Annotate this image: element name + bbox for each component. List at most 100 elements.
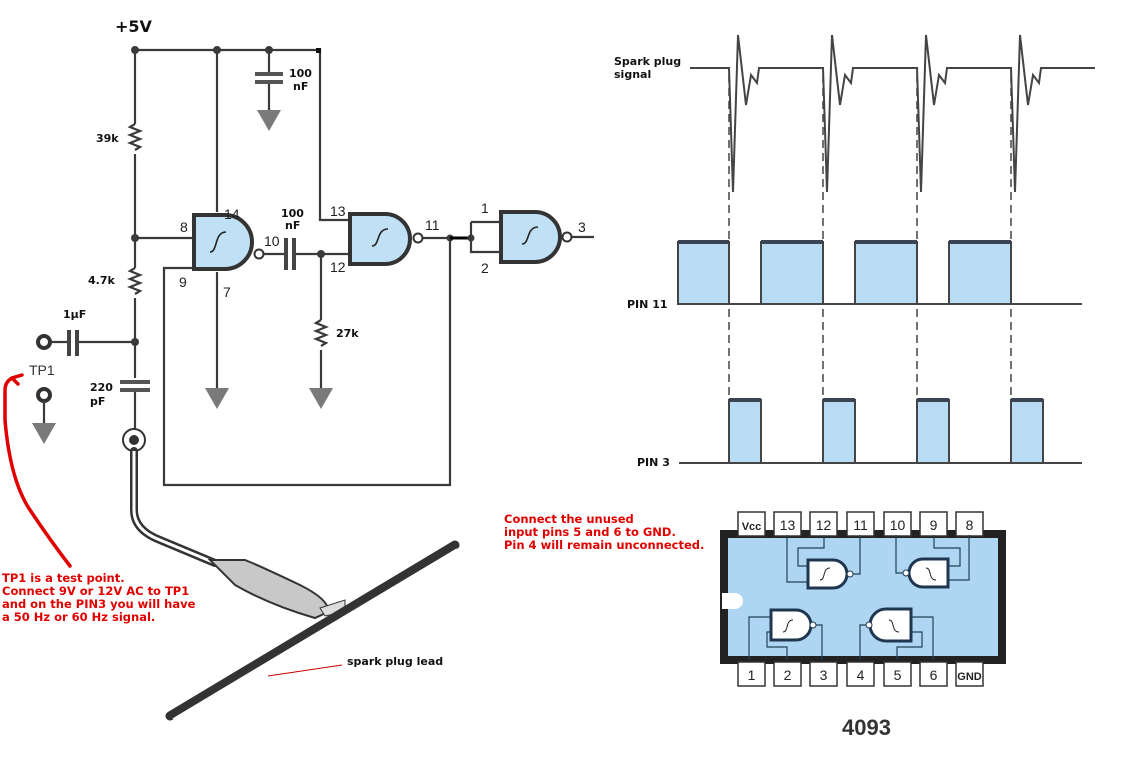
chip-pin-bottom-box (809, 661, 838, 687)
pin3-label: PIN 3 (637, 456, 670, 469)
ground-icon (205, 388, 229, 409)
chip-pin-bottom-label: 1 (748, 667, 756, 683)
r1-label: 39k (96, 132, 119, 145)
chip-pin-bottom-label: GND (957, 671, 982, 683)
chip-gate-bubble (865, 621, 873, 629)
unused-pins-annotation: Connect the unused input pins 5 and 6 to… (504, 512, 704, 552)
schmitt-icon (209, 231, 227, 253)
chip-gate (907, 557, 950, 589)
chip-pin-top-label: 9 (930, 517, 938, 533)
chip-pin-top-label: Vcc (742, 521, 762, 533)
chip-pin-top-box (955, 511, 984, 537)
chip-gate (868, 607, 913, 643)
chip-pin-bottom-box (919, 661, 948, 687)
unused-note-line: input pins 5 and 6 to GND. (504, 525, 676, 539)
tp1-label: TP1 (29, 362, 55, 378)
tp1-annotation: TP1 is a test point. Connect 9V or 12V A… (2, 373, 196, 624)
lead-pointer (267, 664, 343, 677)
capacitor-plate (120, 380, 150, 384)
chip-pin-bottom-box (955, 661, 984, 687)
capacitor-plate (255, 80, 283, 84)
chip-pin-bottom-label: 3 (820, 667, 828, 683)
alligator-clip (207, 559, 330, 620)
inverter-bubble (561, 231, 573, 243)
resistor-4k7 (127, 267, 143, 295)
chip-pin-top-label: 10 (890, 517, 906, 533)
chip-name: 4093 (842, 715, 891, 740)
schmitt-icon (521, 226, 539, 245)
chip-pin-bottom-box (737, 661, 766, 687)
chip-pin-bottom-box (846, 661, 875, 687)
probe-connector-center (129, 435, 139, 445)
spark-plug-lead (165, 540, 460, 721)
pin11-pulse (948, 241, 1012, 305)
chip-pin-top-box (737, 511, 766, 537)
capacitor-plate (75, 330, 79, 356)
chip-pin-bottom-box (773, 661, 802, 687)
c2-unit: nF (285, 219, 300, 232)
r2-label: 4.7k (88, 274, 115, 287)
chip-internal-wire (748, 616, 823, 659)
schmitt-icon (782, 619, 794, 633)
chip-gate-bubble (809, 621, 817, 629)
capacitor-plate (284, 238, 288, 270)
spark-plug-waveform (690, 34, 1095, 193)
pin-label: 11 (425, 217, 440, 233)
capacitor-plate (120, 388, 150, 392)
chip-pin-bottom-label: 5 (894, 667, 902, 683)
schmitt-icon (888, 619, 900, 633)
spark-signal-label: signal (614, 68, 651, 81)
nand-gate-2 (348, 212, 412, 266)
tp1-input-terminal (36, 334, 52, 350)
chip-pin-top-label: 8 (966, 517, 974, 533)
chip-pin-top-label: 11 (853, 517, 868, 533)
lead-highlight (172, 548, 458, 720)
probe-cable-highlight (132, 451, 216, 565)
nand-gate-3 (499, 210, 562, 264)
capacitor-plate (67, 330, 71, 356)
chip-internal-wire (786, 535, 861, 583)
chip-pin-top-box (883, 511, 912, 537)
resistor-39k (127, 123, 143, 151)
supply-label: +5V (115, 17, 153, 36)
pin3-pulse (728, 399, 762, 464)
schmitt-icon (819, 567, 831, 581)
schmitt-icon (925, 567, 937, 581)
feedback-wire (162, 238, 452, 487)
unused-note-line: Pin 4 will remain unconnected. (504, 538, 704, 552)
chip-pin-top-label: 12 (816, 517, 832, 533)
chip-pin-top-box (773, 511, 802, 537)
chip-pin-bottom-label: 6 (930, 667, 938, 683)
lead-label: spark plug lead (347, 655, 443, 668)
chip-notch (722, 593, 743, 609)
c4-unit: pF (90, 395, 105, 408)
nand-gate-1 (192, 213, 254, 271)
c2-value: 100 (281, 207, 304, 220)
pin11-pulse (854, 241, 918, 305)
pin11-pulse (677, 241, 730, 305)
chip-gate (769, 608, 813, 642)
pin-label: 7 (223, 284, 231, 300)
vcc-rail (135, 48, 348, 222)
pin-label: 12 (330, 259, 346, 275)
ground-icon (309, 388, 333, 409)
pin-label: 8 (180, 219, 188, 235)
spark-signal-label: Spark plug (614, 55, 681, 68)
tp1-ground-terminal (36, 387, 52, 403)
tp1-note-line: and on the PIN3 you will have (2, 597, 196, 611)
red-arrow (3, 373, 72, 568)
pin-label: 2 (481, 260, 489, 276)
schmitt-icon (371, 228, 389, 247)
rail-corner (316, 48, 321, 53)
ground-icon (32, 423, 56, 444)
c1-value: 100 (289, 67, 312, 80)
chip-gate-bubble (902, 569, 910, 577)
chip-pin-bottom-box (883, 661, 912, 687)
c4-value: 220 (90, 381, 113, 394)
r3-label: 27k (336, 327, 359, 340)
probe-illustration: spark plug lead (130, 447, 460, 721)
circuit-schematic: +5V 100 nF 39k 4.7k 1μF TP1 (29, 17, 594, 487)
pin3-pulse (916, 399, 950, 464)
